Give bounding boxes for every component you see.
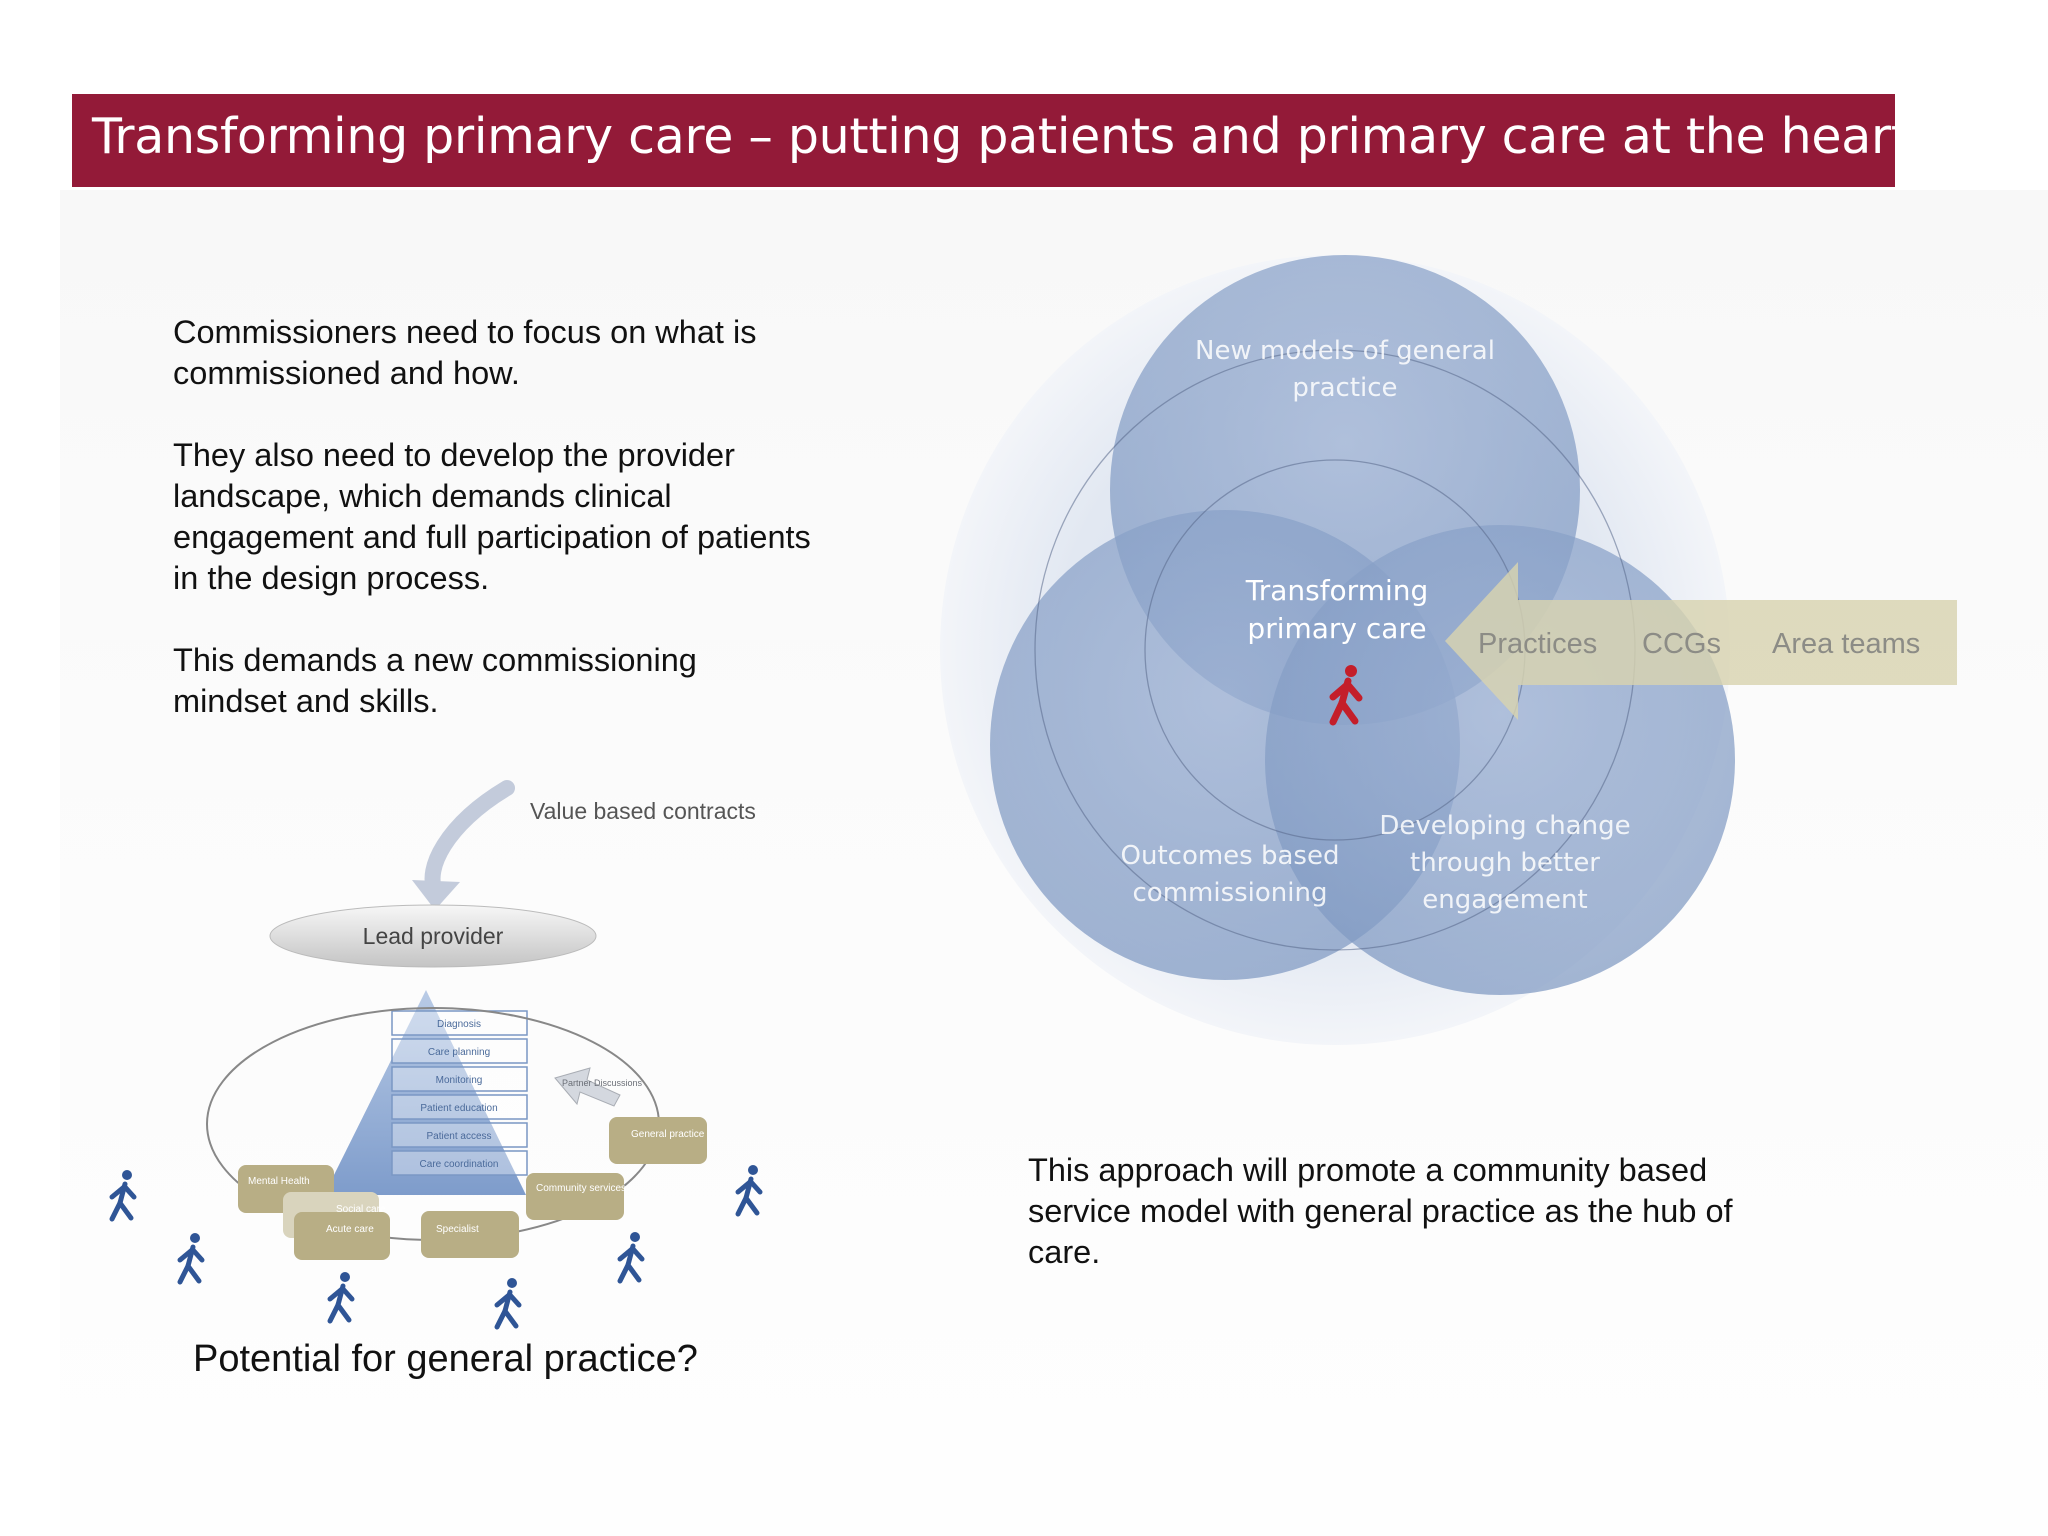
- service-box: [421, 1211, 519, 1258]
- service-box: [294, 1212, 390, 1260]
- pyramid-step-label: Patient access: [426, 1131, 491, 1142]
- contract-arrow-head: [412, 880, 460, 910]
- walking-person-icon: [494, 1278, 522, 1330]
- venn-diagram: New models of general practice Outcomes …: [940, 255, 1957, 1045]
- service-box: [526, 1173, 624, 1220]
- lead-provider-label: Lead provider: [363, 923, 504, 949]
- top-circle-label: New models of general: [1195, 336, 1495, 366]
- pyramid-step-label: Diagnosis: [437, 1019, 481, 1030]
- left-circle-label: Outcomes based: [1121, 841, 1340, 871]
- walking-person-icon: [109, 1170, 137, 1222]
- lead-provider-ellipse: [269, 904, 597, 968]
- pyramid-step: [391, 1066, 528, 1092]
- pyramid-step-label: Care planning: [428, 1047, 490, 1058]
- pyramid-step-label: Patient education: [420, 1103, 497, 1114]
- top-circle-label: practice: [1292, 373, 1397, 403]
- arrow-label-area-teams: Area teams: [1772, 628, 1920, 660]
- arrow-label-practices: Practices: [1478, 628, 1597, 660]
- walking-person-icon: [177, 1233, 205, 1285]
- intro-paragraph: This demands a new commissioning mindset…: [173, 642, 697, 719]
- center-label: primary care: [1247, 612, 1426, 645]
- two-way-arrow: [554, 1067, 621, 1107]
- intro-paragraph: They also need to develop the provider l…: [173, 437, 811, 596]
- right-circle-label: Developing change: [1379, 811, 1630, 841]
- walking-person-icon: [1329, 665, 1363, 726]
- contract-arrow: [424, 780, 515, 898]
- pyramid-step: [391, 1122, 528, 1148]
- walking-person-icon: [327, 1272, 355, 1324]
- pyramid-step-label: Monitoring: [436, 1075, 483, 1086]
- service-box-label: General practice: [631, 1129, 705, 1140]
- arrow-shape: [1445, 562, 1957, 720]
- service-box-label: Specialist: [436, 1224, 479, 1235]
- title-bar: Transforming primary care – putting pati…: [72, 94, 1910, 187]
- service-box-label: Social care: [336, 1204, 386, 1215]
- left-circle-label: commissioning: [1133, 878, 1328, 908]
- lead-provider-diagram: Value based contracts Lead provider Diag…: [109, 780, 763, 1330]
- walking-person-icon: [735, 1165, 763, 1217]
- arrow-label-ccgs: CCGs: [1642, 628, 1721, 660]
- slide-title: Transforming primary care – putting pati…: [92, 108, 1910, 165]
- center-label: Transforming: [1245, 574, 1429, 607]
- arrow-label: Partner Discussions: [562, 1078, 643, 1088]
- right-circle-label: through better: [1410, 848, 1600, 878]
- pyramid-step: [391, 1094, 528, 1120]
- pyramid-step: [391, 1010, 528, 1036]
- service-box-label: Mental Health: [248, 1176, 310, 1187]
- service-box: [609, 1117, 707, 1164]
- care-pyramid: [324, 990, 526, 1195]
- pyramid-step: [391, 1038, 528, 1064]
- pyramid-step-label: Care coordination: [420, 1159, 499, 1170]
- right-circle-label: engagement: [1422, 885, 1587, 915]
- pyramid-step: [391, 1150, 528, 1176]
- walking-person-icon: [617, 1232, 645, 1284]
- diagram-caption: Potential for general practice?: [193, 1338, 698, 1380]
- value-based-contracts-label: Value based contracts: [530, 798, 756, 824]
- service-box-label: Acute care: [326, 1224, 374, 1235]
- intro-paragraph: Commissioners need to focus on what is c…: [173, 314, 757, 391]
- service-box-label: Community services: [536, 1183, 626, 1194]
- closing-text: This approach will promote a community b…: [1028, 1152, 1733, 1270]
- intro-text: Commissioners need to focus on what is c…: [173, 312, 813, 763]
